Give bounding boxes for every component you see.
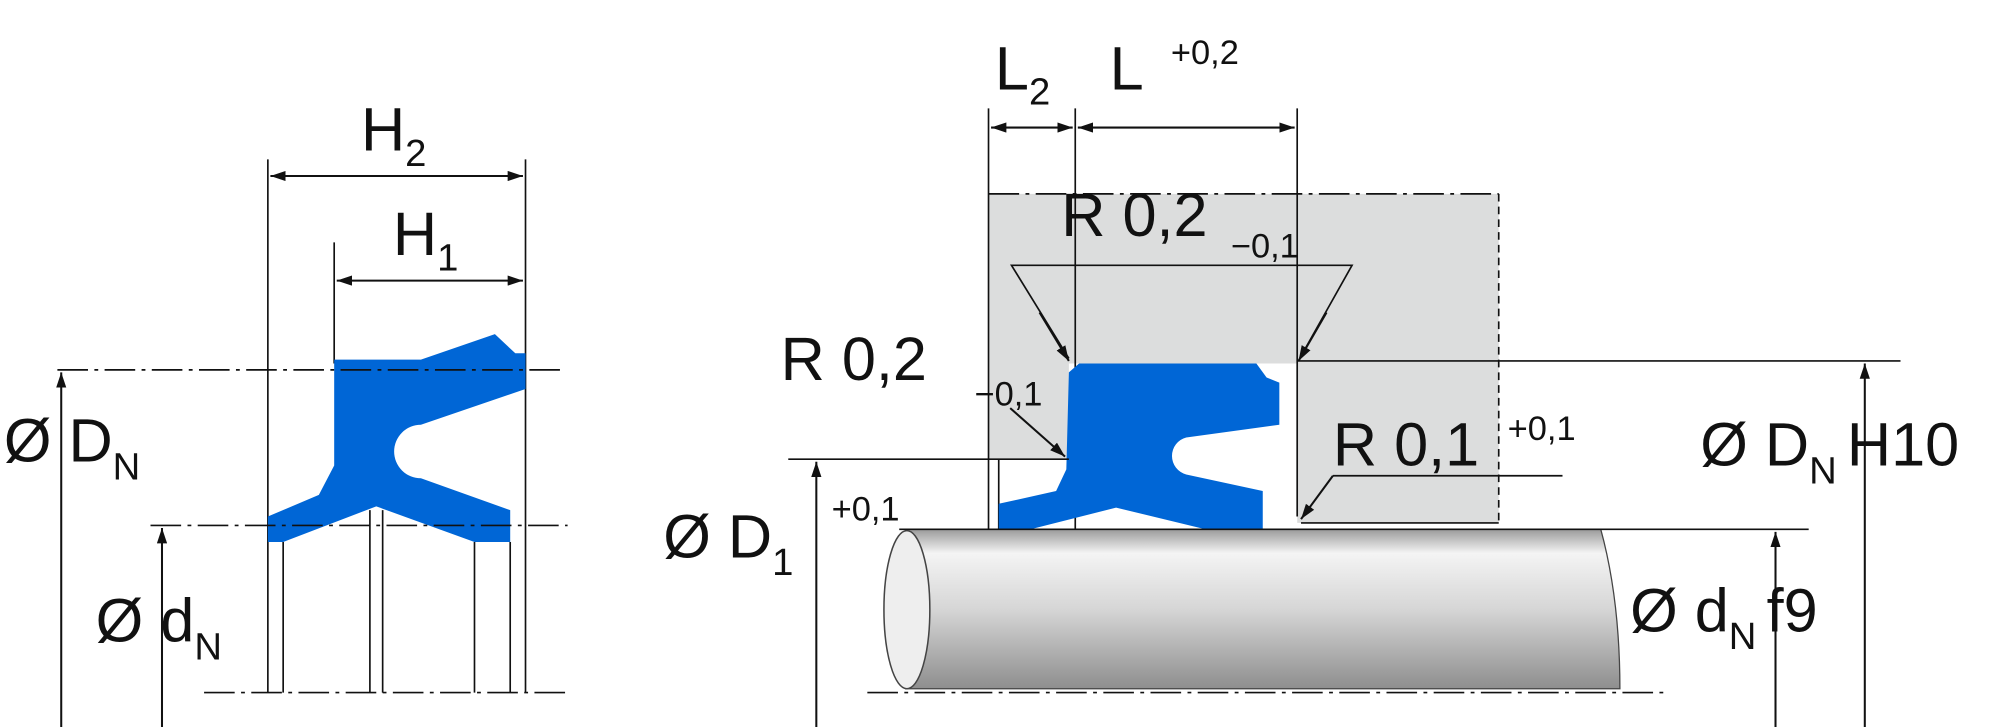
d1-tolerance: +0,1 <box>832 490 900 528</box>
right-view: L2 L +0,2 R 0,2 −0,1 R 0,2 −0,1 R 0,1 +0… <box>663 34 1959 727</box>
section-lines <box>282 510 512 693</box>
outer-diameter-label: Ø DN <box>4 407 140 489</box>
l-tolerance: +0,2 <box>1171 34 1239 72</box>
l-label: L <box>1110 34 1144 102</box>
radius-top-leader <box>1009 264 1354 359</box>
radius-top-arrow <box>1297 311 1328 362</box>
seal-installed <box>998 363 1280 530</box>
seal-profile <box>267 334 526 543</box>
radius-top-tolerance: −0,1 <box>1231 228 1299 266</box>
d1-label: Ø D1 <box>663 502 793 584</box>
radius-groove-tolerance: +0,1 <box>1508 410 1576 448</box>
housing <box>988 193 1499 523</box>
radius-left-arrow <box>1009 407 1066 458</box>
radius-groove-arrow <box>1300 475 1334 520</box>
shaft <box>904 528 1621 690</box>
radius-left-tolerance: −0,1 <box>974 376 1042 414</box>
h2-label: H2 <box>361 96 427 175</box>
l2-label: L2 <box>995 34 1050 113</box>
left-view: H2 H1 Ø DN Ø dN <box>4 96 568 727</box>
radius-groove-label: R 0,1 <box>1333 411 1479 479</box>
h1-label: H1 <box>393 200 459 279</box>
radius-top-label: R 0,2 <box>1061 181 1207 249</box>
radius-top-arrow <box>1038 311 1070 362</box>
inner-diameter-label: Ø dN <box>96 587 222 669</box>
radius-left-label: R 0,2 <box>781 325 927 393</box>
shaft-end <box>883 529 931 690</box>
